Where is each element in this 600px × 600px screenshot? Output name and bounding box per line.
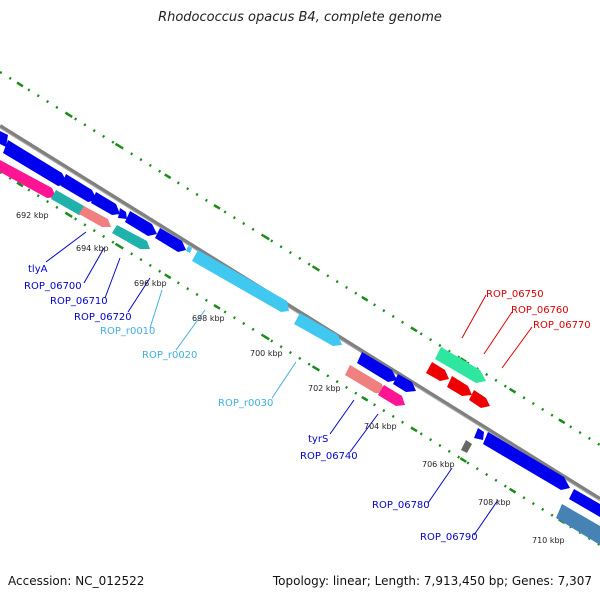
gene-label-tyrs[interactable]: tyrS: [308, 434, 328, 445]
gene-label-rop-r0020[interactable]: ROP_r0020: [142, 350, 197, 361]
gene-label-rop-06740[interactable]: ROP_06740: [300, 451, 358, 462]
tick-label: 696 kbp: [134, 279, 167, 288]
tick-label: 702 kbp: [308, 384, 341, 393]
features: [0, 131, 600, 545]
trna-feature[interactable]: [294, 313, 342, 346]
label-leaders: [45, 231, 533, 536]
gene-label-rop-06790[interactable]: ROP_06790: [420, 532, 478, 543]
gene-label-tlya[interactable]: tlyA: [28, 264, 48, 275]
rrna-feature[interactable]: [378, 385, 405, 406]
cds-arrow[interactable]: [483, 432, 570, 490]
genome-summary-text: Topology: linear; Length: 7,913,450 bp; …: [272, 574, 592, 588]
gene-label-rop-r0010[interactable]: ROP_r0010: [100, 326, 155, 337]
tick-label: 708 kbp: [478, 498, 511, 507]
ruler-major-ticks: [0, 70, 600, 547]
cds-arrow[interactable]: [393, 374, 416, 392]
green-feature[interactable]: [435, 347, 486, 383]
gene-label-rop-06720[interactable]: ROP_06720: [74, 312, 132, 323]
red-feature[interactable]: [469, 390, 490, 408]
cds-arrow[interactable]: [0, 131, 8, 147]
cds-arrow[interactable]: [61, 174, 97, 202]
rrna-feature[interactable]: [345, 365, 385, 393]
trna-feature[interactable]: [186, 246, 192, 253]
rrna-feature[interactable]: [79, 206, 111, 227]
rrna-feature[interactable]: [51, 190, 88, 215]
cds-arrow[interactable]: [474, 428, 484, 440]
accession-text: Accession: NC_012522: [8, 574, 145, 588]
tick-label: 698 kbp: [192, 314, 225, 323]
rrna-feature[interactable]: [112, 225, 150, 249]
cds-arrow[interactable]: [357, 352, 397, 382]
gene-labels: tlyA ROP_06700 ROP_06710 ROP_06720 ROP_r…: [24, 264, 591, 543]
tick-labels: 692 kbp 694 kbp 696 kbp 698 kbp 700 kbp …: [16, 211, 565, 545]
red-feature[interactable]: [447, 376, 472, 396]
cds-arrow[interactable]: [118, 208, 127, 219]
rrna-feature[interactable]: [0, 160, 56, 198]
gene-label-rop-06700[interactable]: ROP_06700: [24, 281, 82, 292]
cds-arrow[interactable]: [569, 489, 600, 517]
gene-label-rop-06780[interactable]: ROP_06780: [372, 500, 430, 511]
tick-label: 692 kbp: [16, 211, 49, 220]
gene-label-rop-06750[interactable]: ROP_06750: [486, 289, 544, 300]
cds-arrow[interactable]: [91, 192, 120, 215]
tick-label: 704 kbp: [364, 422, 397, 431]
grey-feature[interactable]: [461, 440, 472, 453]
cds-arrow[interactable]: [155, 228, 186, 252]
tick-label: 710 kbp: [532, 536, 565, 545]
ruler-lines: [0, 70, 600, 547]
map-title: Rhodococcus opacus B4, complete genome: [158, 10, 442, 25]
tick-label: 694 kbp: [76, 244, 109, 253]
red-feature[interactable]: [426, 362, 449, 381]
cds-arrow[interactable]: [3, 140, 68, 186]
gene-label-rop-06760[interactable]: ROP_06760: [511, 305, 569, 316]
tick-label: 700 kbp: [250, 349, 283, 358]
gene-label-rop-r0030[interactable]: ROP_r0030: [218, 398, 273, 409]
steelblue-feature[interactable]: [556, 504, 600, 545]
tick-label: 706 kbp: [422, 460, 455, 469]
trna-feature[interactable]: [192, 250, 289, 312]
cds-arrow[interactable]: [125, 211, 157, 236]
gene-label-rop-06710[interactable]: ROP_06710: [50, 296, 108, 307]
gene-label-rop-06770[interactable]: ROP_06770: [533, 320, 591, 331]
